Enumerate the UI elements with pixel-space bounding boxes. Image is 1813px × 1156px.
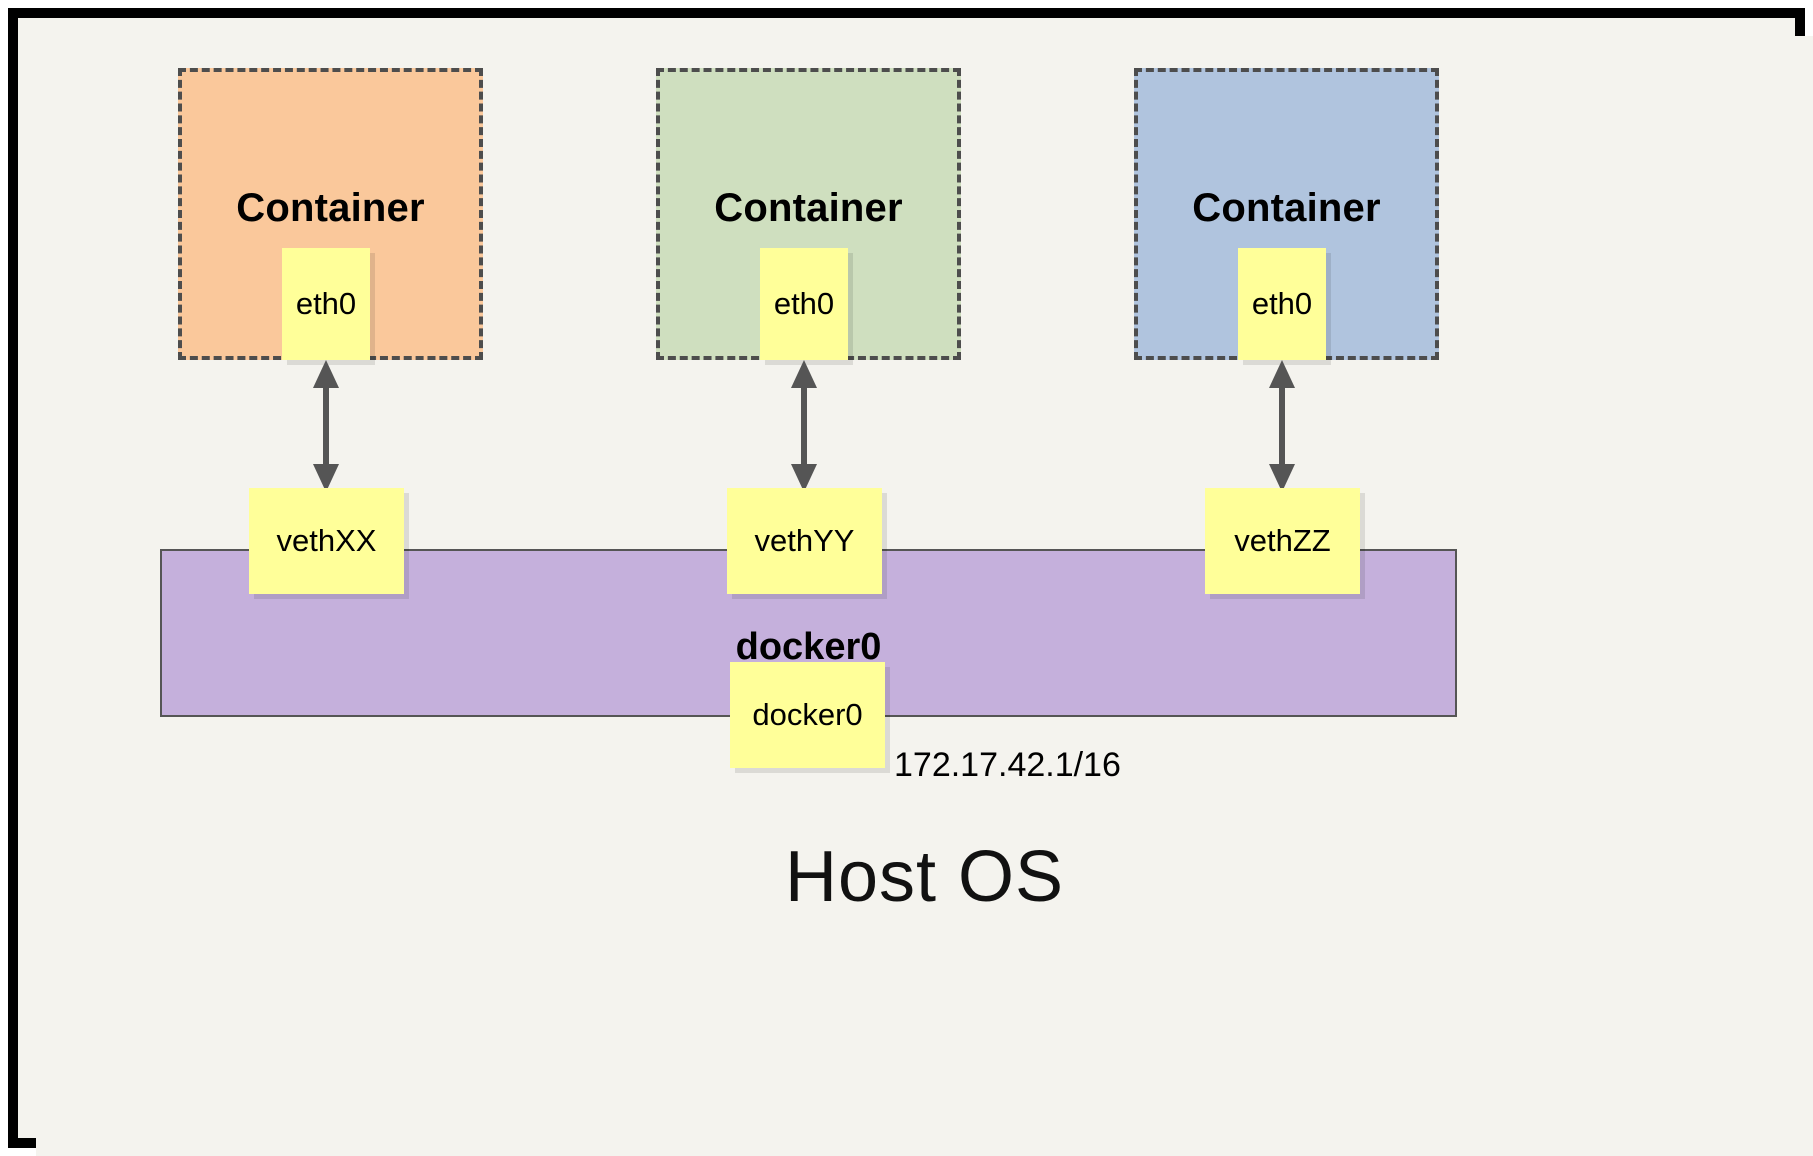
veth-note-3: vethZZ — [1205, 488, 1360, 594]
double-arrow-icon-2 — [791, 360, 817, 492]
host-os-label: Host OS — [784, 837, 1065, 917]
eth0-note-3: eth0 — [1238, 248, 1326, 360]
container-title-1: Container — [236, 186, 425, 230]
eth0-note-2: eth0 — [760, 248, 848, 360]
docker0-note: docker0 — [730, 662, 885, 768]
diagram-stage: Container Container Container eth0 eth0 … — [36, 36, 1813, 1156]
outer-frame: Container Container Container eth0 eth0 … — [8, 8, 1813, 1156]
docker0-bridge-title: docker0 — [735, 626, 882, 668]
veth-note-1: vethXX — [249, 488, 404, 594]
eth0-note-1: eth0 — [282, 248, 370, 360]
double-arrow-icon-3 — [1269, 360, 1295, 492]
container-title-3: Container — [1192, 186, 1381, 230]
container-title-2: Container — [714, 186, 903, 230]
docker0-ip-label: 172.17.42.1/16 — [894, 746, 1121, 784]
veth-note-2: vethYY — [727, 488, 882, 594]
double-arrow-icon-1 — [313, 360, 339, 492]
